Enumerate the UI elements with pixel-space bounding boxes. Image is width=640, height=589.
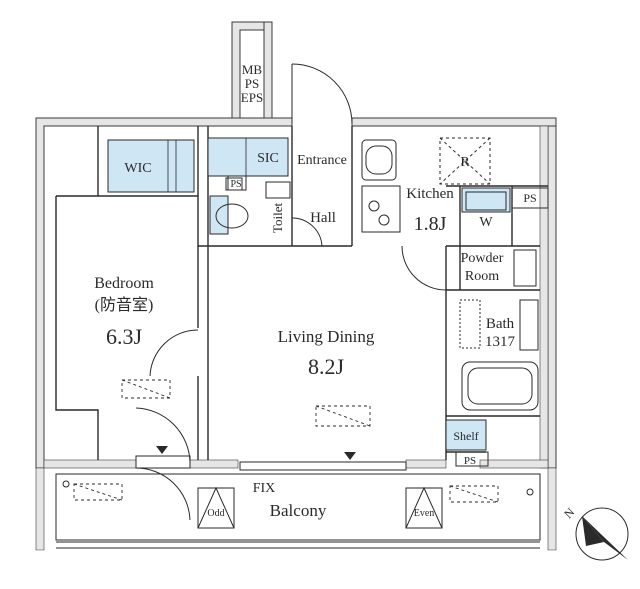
fix-label: FIX bbox=[253, 481, 276, 496]
kitchen-label: Kitchen bbox=[406, 186, 454, 202]
storage-areas bbox=[107, 137, 511, 451]
hall-label: Hall bbox=[310, 210, 336, 226]
bedroom-size-label: 6.3J bbox=[106, 324, 143, 349]
shelf-label: Shelf bbox=[453, 429, 478, 443]
sic-label: SIC bbox=[257, 151, 279, 166]
bedroom-left-wall bbox=[55, 196, 99, 460]
kitchen-size-label: 1.8J bbox=[414, 213, 447, 235]
living-dining-label: Living Dining bbox=[278, 327, 375, 346]
bedroom-sub-label: (防音室) bbox=[95, 296, 154, 314]
eps-label: EPS bbox=[241, 90, 263, 105]
fridge-label: R bbox=[460, 155, 470, 170]
living-size-label: 8.2J bbox=[308, 354, 345, 379]
ps-closet-label: PS bbox=[230, 179, 241, 190]
entry-arrows bbox=[156, 446, 356, 460]
bedroom-label: Bedroom bbox=[94, 275, 154, 292]
even-label: Even bbox=[414, 508, 435, 519]
balcony-area bbox=[55, 473, 541, 549]
bedroom-wall bbox=[56, 195, 208, 247]
ps-kitchen-label: PS bbox=[523, 191, 536, 205]
compass-north-icon bbox=[575, 507, 629, 561]
toilet-label: Toilet bbox=[270, 203, 285, 234]
washer-label: W bbox=[479, 215, 493, 230]
entrance-label: Entrance bbox=[297, 153, 347, 168]
powder-room-label-2: Room bbox=[465, 269, 499, 284]
north-label: N bbox=[561, 505, 577, 521]
ac-units bbox=[73, 379, 499, 503]
fixtures bbox=[209, 137, 549, 467]
exterior-walls bbox=[35, 21, 557, 551]
interior-walls bbox=[55, 126, 548, 460]
wic-label: WIC bbox=[124, 161, 151, 176]
balcony-label: Balcony bbox=[270, 501, 327, 520]
bath-label: Bath bbox=[486, 316, 515, 332]
ps-shelf-label: PS bbox=[464, 455, 476, 467]
odd-label: Odd bbox=[207, 508, 224, 519]
doors bbox=[135, 63, 481, 521]
powder-room-label-1: Powder bbox=[461, 251, 504, 266]
mb-label: MB bbox=[242, 62, 263, 77]
bath-size-label: 1317 bbox=[485, 334, 516, 350]
ps-shaft-label: PS bbox=[245, 76, 259, 91]
